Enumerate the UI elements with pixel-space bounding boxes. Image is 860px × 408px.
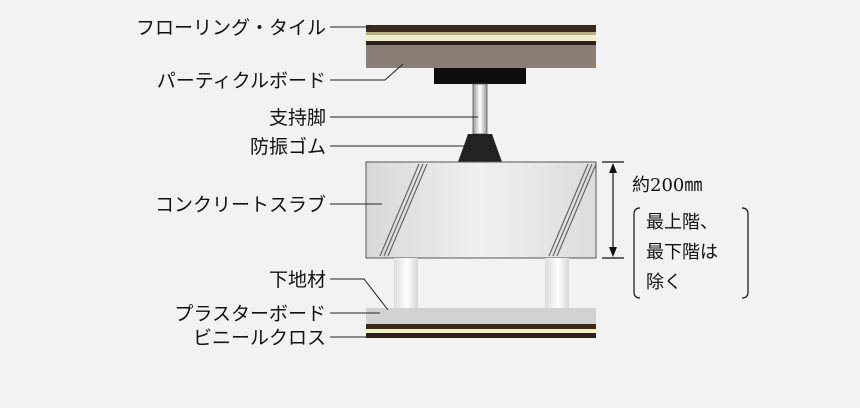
- note-line-3: 除く: [646, 272, 682, 293]
- support-leg-plate: [434, 68, 526, 84]
- vibration-rubber: [458, 134, 502, 162]
- base-material-left: [394, 258, 418, 308]
- label-particle-board: パーティクルボード: [157, 70, 326, 92]
- dimension-thickness: 約200㎜: [632, 175, 702, 196]
- particle-board: [366, 45, 596, 68]
- leader-particle-board: [330, 63, 404, 81]
- leader-base-material: [330, 278, 389, 311]
- label-vinyl-cloth: ビニールクロス: [193, 327, 326, 349]
- base-material-right: [545, 258, 569, 308]
- label-flooring: フローリング・タイル: [136, 17, 326, 39]
- flooring-layer: [366, 25, 596, 45]
- note-line-1: 最上階、: [646, 212, 718, 233]
- note-line-2: 最下階は: [646, 242, 718, 263]
- ceiling-layers: [366, 308, 596, 338]
- label-plaster-board: プラスターボード: [174, 303, 326, 325]
- support-leg: [472, 83, 488, 135]
- note-bracket: [633, 207, 749, 299]
- label-concrete-slab: コンクリートスラブ: [155, 193, 326, 216]
- label-vibration-rubber: 防振ゴム: [250, 136, 326, 158]
- label-base-material: 下地材: [269, 269, 326, 291]
- label-support-leg: 支持脚: [269, 107, 326, 129]
- concrete-slab: [365, 161, 597, 259]
- dimension-arrow: [602, 161, 624, 259]
